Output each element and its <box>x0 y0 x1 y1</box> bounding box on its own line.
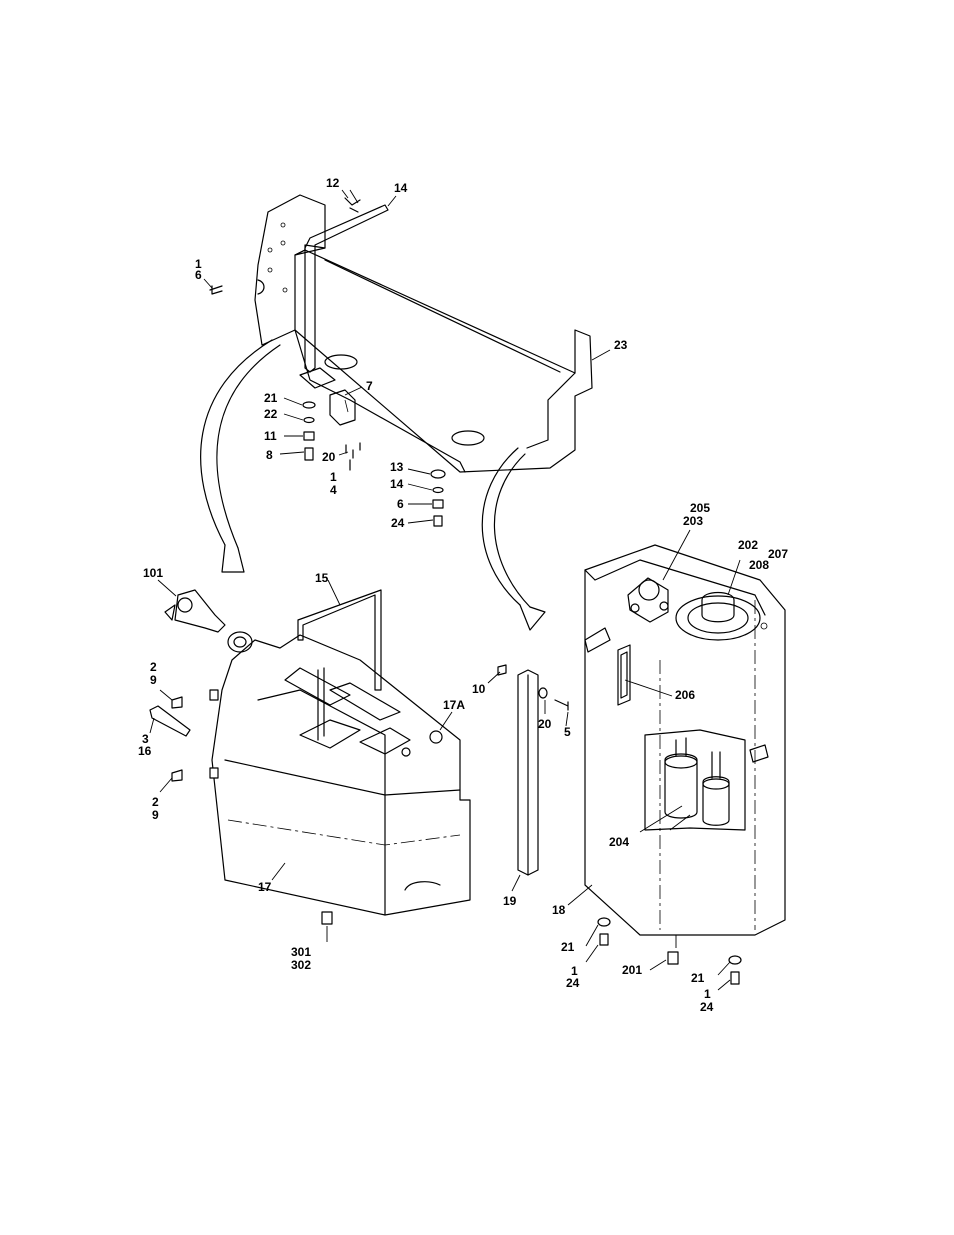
strip-assembly <box>498 628 610 875</box>
callout-24: 24 <box>700 1000 714 1014</box>
callout-203: 203 <box>683 514 703 528</box>
mounting-bracket-assembly <box>255 195 592 472</box>
fuel-tank <box>150 590 470 924</box>
callouts: 12 14 1 6 23 7 21 22 11 8 20 1 4 13 14 6… <box>138 176 788 1014</box>
callout-204: 204 <box>609 835 629 849</box>
callout-6: 6 <box>397 497 404 511</box>
callout-16: 16 <box>138 744 152 758</box>
leader-lines <box>150 190 740 990</box>
callout-101: 101 <box>143 566 163 580</box>
callout-21: 21 <box>264 391 278 405</box>
callout-207: 207 <box>768 547 788 561</box>
callout-9: 9 <box>152 808 159 822</box>
callout-20: 20 <box>538 717 552 731</box>
callout-7: 7 <box>366 379 373 393</box>
hydraulic-tank <box>585 545 785 984</box>
callout-10: 10 <box>472 682 486 696</box>
callout-8: 8 <box>266 448 273 462</box>
callout-5: 5 <box>564 725 571 739</box>
top-hardware <box>210 198 445 526</box>
callout-15: 15 <box>315 571 329 585</box>
flow-arrows <box>201 340 545 630</box>
callout-9: 9 <box>150 673 157 687</box>
callout-1: 1 <box>704 987 711 1001</box>
callout-17A: 17A <box>443 698 465 712</box>
callout-14: 14 <box>394 181 408 195</box>
callout-2: 2 <box>152 795 159 809</box>
callout-11: 11 <box>264 429 277 443</box>
callout-301: 301 <box>291 945 311 959</box>
callout-24: 24 <box>391 516 405 530</box>
callout-20: 20 <box>322 450 336 464</box>
callout-24: 24 <box>566 976 580 990</box>
callout-2: 2 <box>150 660 157 674</box>
callout-17: 17 <box>258 880 272 894</box>
callout-205: 205 <box>690 501 710 515</box>
callout-19: 19 <box>503 894 517 908</box>
callout-21: 21 <box>561 940 575 954</box>
callout-4: 4 <box>330 483 337 497</box>
callout-21: 21 <box>691 971 705 985</box>
callout-23: 23 <box>614 338 628 352</box>
callout-302: 302 <box>291 958 311 972</box>
callout-1: 1 <box>330 470 337 484</box>
callout-201: 201 <box>622 963 642 977</box>
callout-14: 14 <box>390 477 404 491</box>
callout-18: 18 <box>552 903 566 917</box>
callout-202: 202 <box>738 538 758 552</box>
callout-22: 22 <box>264 407 278 421</box>
callout-12: 12 <box>326 176 340 190</box>
callout-206: 206 <box>675 688 695 702</box>
callout-6: 6 <box>195 268 202 282</box>
callout-13: 13 <box>390 460 404 474</box>
callout-208: 208 <box>749 558 769 572</box>
